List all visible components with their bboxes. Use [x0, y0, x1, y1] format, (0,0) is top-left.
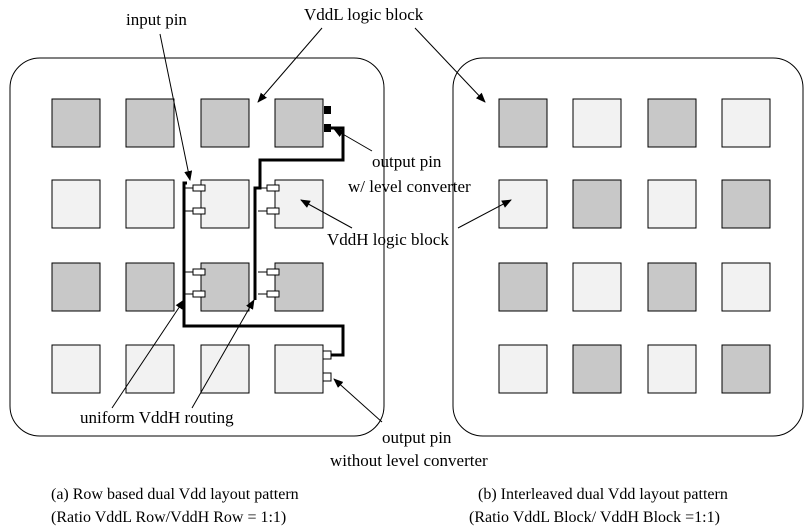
right-vddl-logic-block [647, 98, 697, 148]
caption-left-line1: (a) Row based dual Vdd layout pattern [51, 486, 299, 503]
right-vddh-logic-block [721, 262, 771, 312]
left-vddl-logic-block [274, 98, 324, 148]
right-panel-outline [452, 57, 804, 437]
left-vddh-logic-block [274, 179, 324, 229]
left-vddh-logic-block [51, 344, 101, 394]
uniform-routing-label: uniform VddH routing [80, 408, 234, 427]
output-pin-lc-leader [333, 128, 373, 152]
caption-right-line2: (Ratio VddL Block/ VddH Block =1:1) [469, 509, 720, 526]
right-vddl-logic-block [647, 262, 697, 312]
routing-leader-right [191, 299, 255, 409]
left-vddh-logic-block [274, 344, 324, 394]
input-pin-leads [184, 187, 267, 295]
vddh-right-leader [457, 199, 512, 229]
right-vddl-logic-block [572, 344, 622, 394]
left-vddh-logic-block [51, 179, 101, 229]
vddh-left-leader [300, 199, 353, 229]
output-pin-nolc-label-line2: without level converter [330, 451, 488, 470]
left-vddh-logic-block [200, 344, 250, 394]
input-pin-stub [266, 184, 280, 192]
right-vddh-logic-block [721, 98, 771, 148]
vddh-routing-wires [182, 126, 345, 357]
left-vddh-logic-block [125, 179, 175, 229]
level-converter-pin-1 [324, 106, 331, 114]
right-vddl-logic-block [721, 344, 771, 394]
left-vddh-logic-block [200, 179, 250, 229]
caption-left-line2: (Ratio VddL Row/VddH Row = 1:1) [51, 509, 286, 526]
output-pin-nolc-label-line1: output pin [382, 428, 452, 447]
input-pin-stub [192, 207, 206, 215]
left-vddl-logic-block [125, 262, 175, 312]
input-pin-leader [159, 33, 193, 181]
routing-leader-left [111, 299, 185, 409]
output-pin-no-converter-1 [322, 350, 332, 360]
left-vddl-logic-block [274, 262, 324, 312]
vddl-right-leader [414, 27, 486, 103]
output-pin-lc-label-line1: output pin [372, 152, 442, 171]
right-block-grid [498, 98, 771, 394]
output-pin-nolc-leader [333, 378, 383, 423]
input-pin-stub [266, 290, 280, 298]
output-pin-no-converter-2 [322, 372, 332, 382]
output-pin-lc-label-line2: w/ level converter [348, 177, 471, 196]
vddl-left-leader [257, 27, 323, 103]
routing-wire-upper [253, 126, 345, 300]
input-pin-stub [192, 290, 206, 298]
left-block-grid [51, 98, 324, 394]
caption-right-line1: (b) Interleaved dual Vdd layout pattern [478, 486, 728, 503]
routing-wire-lower [182, 181, 345, 357]
left-vddl-logic-block [51, 262, 101, 312]
vddl-logic-block-label: VddL logic block [304, 5, 424, 24]
right-vddh-logic-block [647, 179, 697, 229]
left-vddh-logic-block [125, 344, 175, 394]
right-vddl-logic-block [498, 262, 548, 312]
left-vddl-logic-block [200, 262, 250, 312]
right-vddh-logic-block [498, 344, 548, 394]
right-vddh-logic-block [498, 179, 548, 229]
leader-lines [111, 27, 512, 423]
input-pin-stub [266, 268, 280, 276]
input-pin-stub [192, 184, 206, 192]
input-pin-stub [266, 207, 280, 215]
right-vddl-logic-block [498, 98, 548, 148]
input-pin-stub [192, 268, 206, 276]
right-vddl-logic-block [572, 179, 622, 229]
right-vddh-logic-block [572, 262, 622, 312]
level-converter-pin-2 [324, 124, 331, 132]
right-vddl-logic-block [721, 179, 771, 229]
vddh-logic-block-label: VddH logic block [327, 230, 449, 249]
left-vddl-logic-block [200, 98, 250, 148]
left-panel-outline [9, 57, 385, 437]
left-vddl-logic-block [125, 98, 175, 148]
input-pin-label: input pin [126, 10, 187, 29]
right-vddh-logic-block [647, 344, 697, 394]
right-vddh-logic-block [572, 98, 622, 148]
left-vddl-logic-block [51, 98, 101, 148]
